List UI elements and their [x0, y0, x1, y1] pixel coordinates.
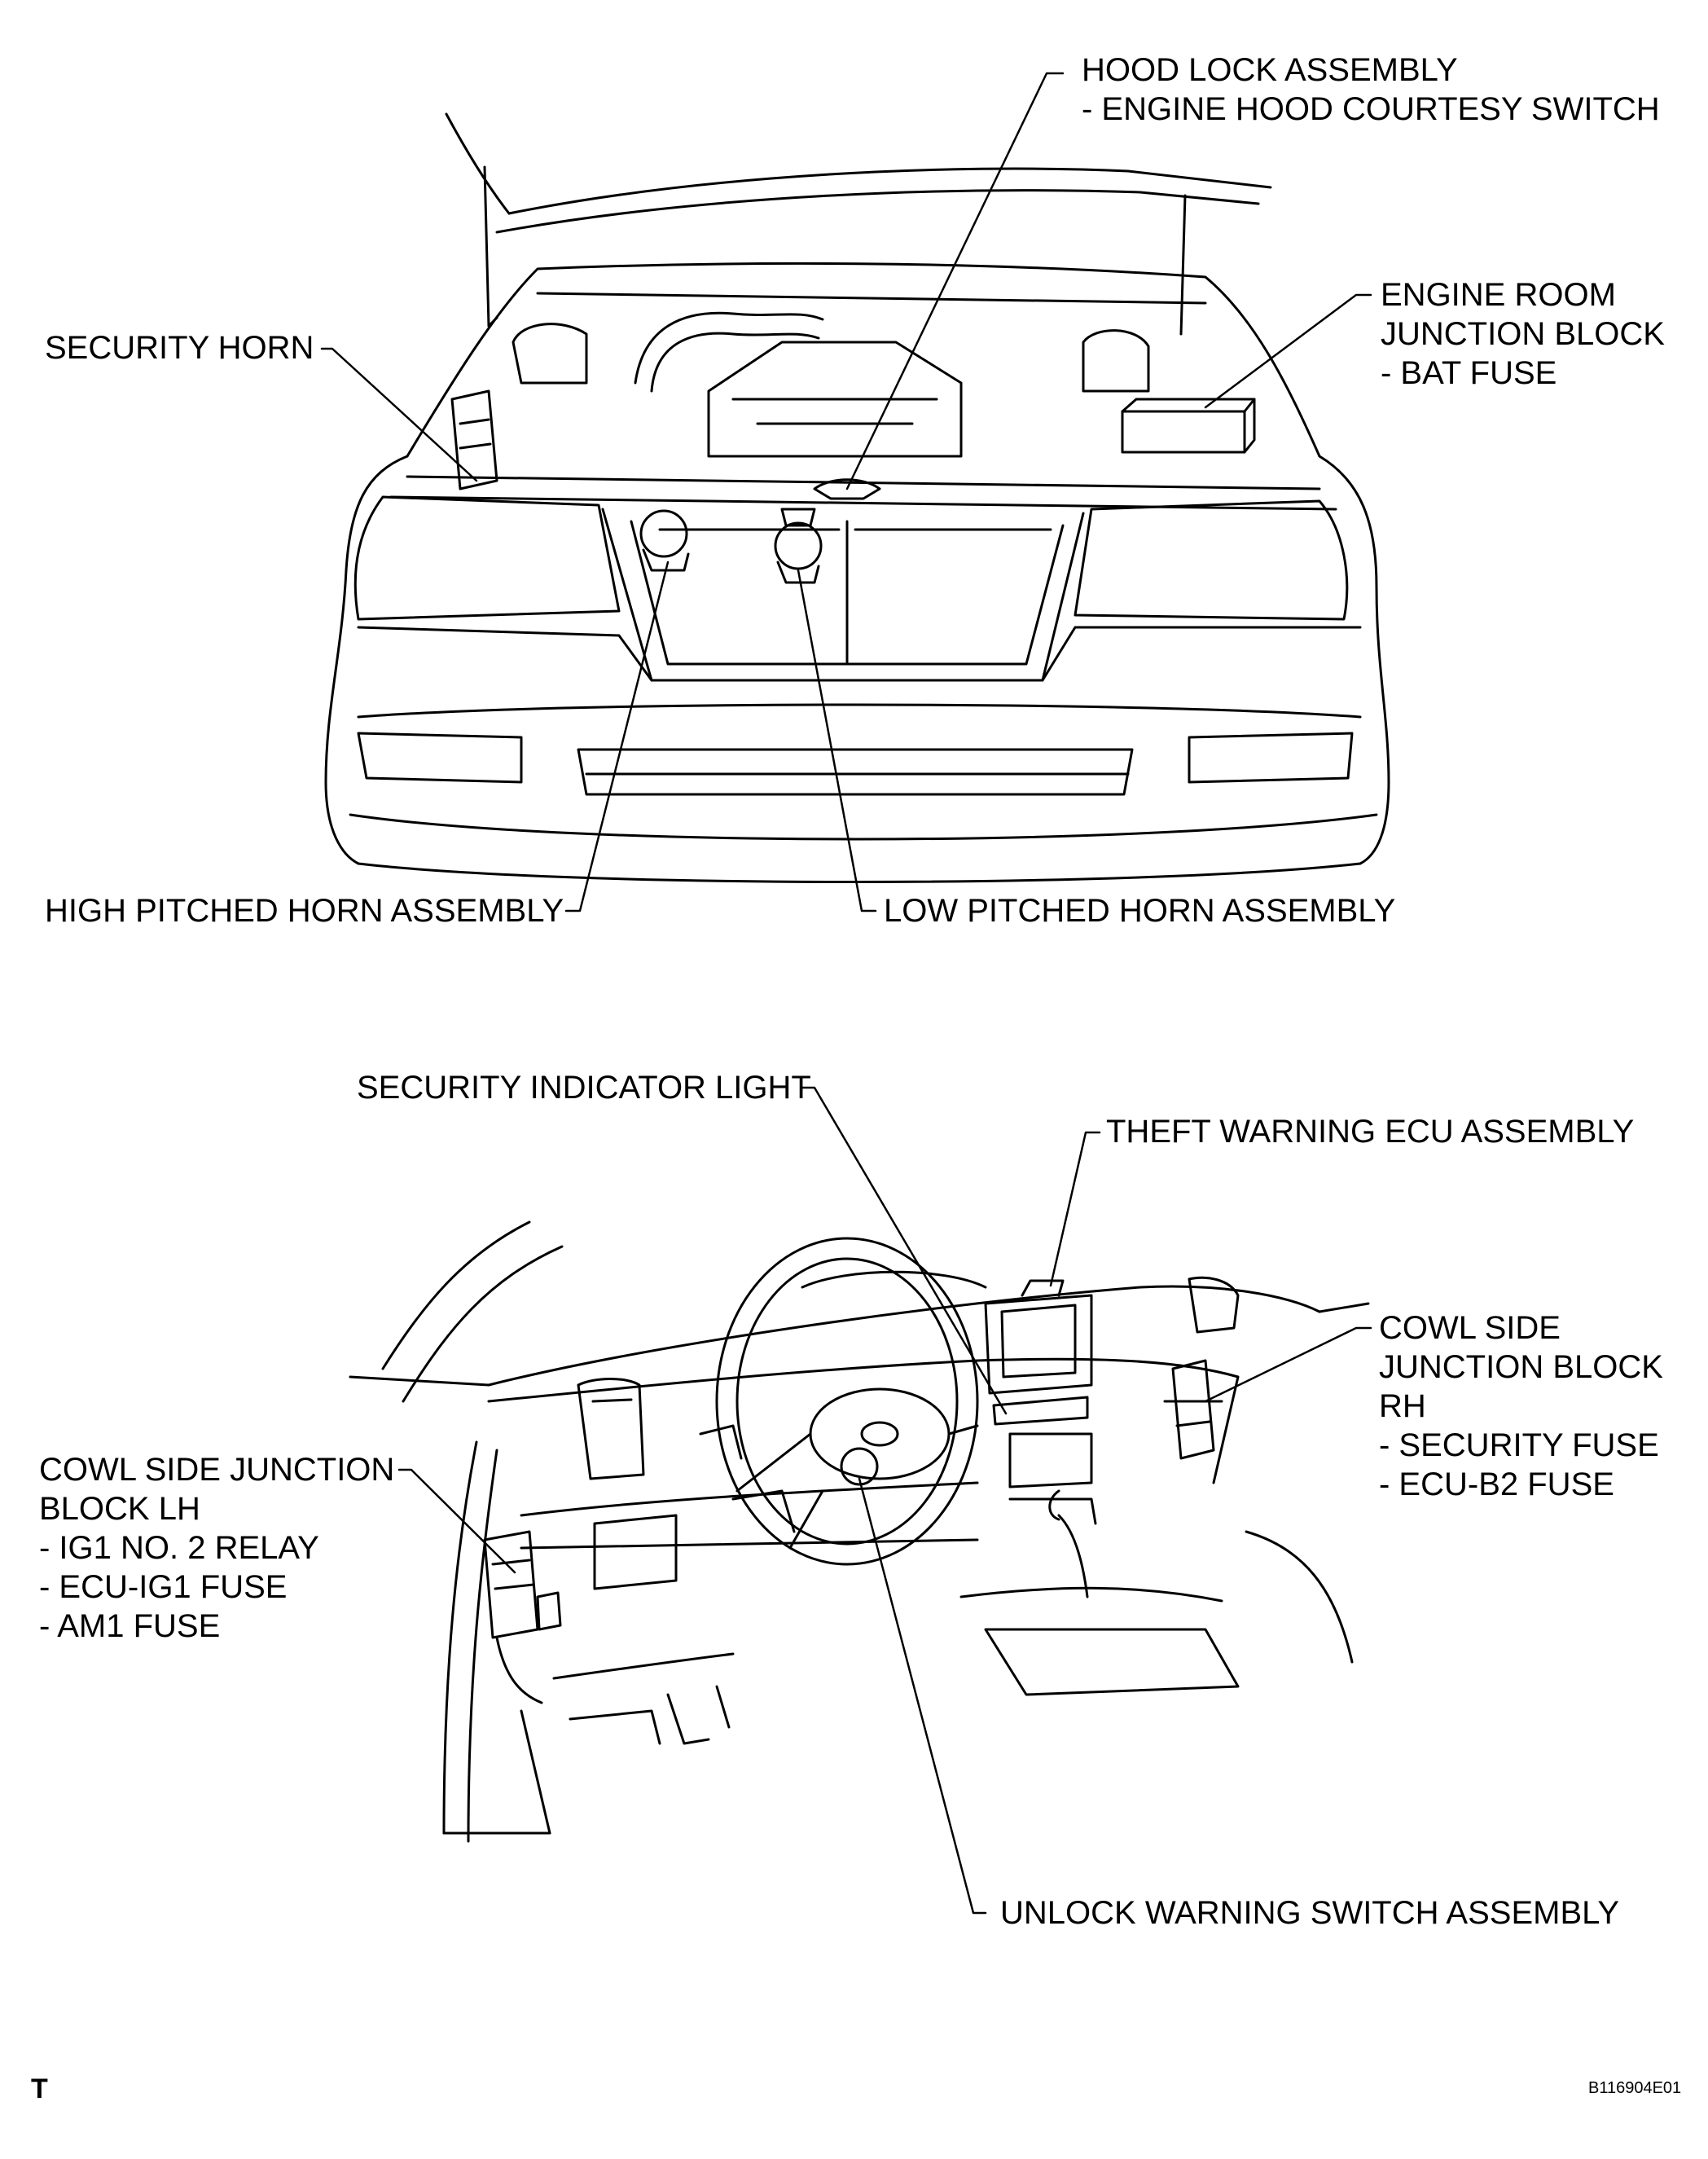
cowl-rh-line-2: JUNCTION BLOCK	[1379, 1349, 1663, 1385]
security-horn-line-1: SECURITY HORN	[45, 330, 314, 366]
unlock-warning-switch-label: UNLOCK WARNING SWITCH ASSEMBLY	[1000, 1893, 1619, 1933]
theft-ecu-line-1: THEFT WARNING ECU ASSEMBLY	[1106, 1114, 1635, 1150]
cowl-rh-line-5: - ECU-B2 FUSE	[1379, 1466, 1614, 1502]
cowl-lh-line-4: - ECU-IG1 FUSE	[39, 1569, 288, 1605]
high-horn-line-1: HIGH PITCHED HORN ASSEMBLY	[45, 893, 564, 929]
low-horn-line-1: LOW PITCHED HORN ASSEMBLY	[884, 893, 1396, 929]
theft-warning-ecu-label: THEFT WARNING ECU ASSEMBLY	[1106, 1112, 1634, 1151]
cowl-rh-line-1: COWL SIDE	[1379, 1310, 1561, 1346]
unlock-switch-line-1: UNLOCK WARNING SWITCH ASSEMBLY	[1000, 1895, 1620, 1931]
high-pitched-horn-label: HIGH PITCHED HORN ASSEMBLY	[45, 891, 564, 930]
engine-room-junction-block-label: ENGINE ROOM JUNCTION BLOCK - BAT FUSE	[1381, 275, 1665, 393]
engine-room-jb-line-1: ENGINE ROOM	[1381, 277, 1616, 313]
cowl-rh-line-3: RH	[1379, 1388, 1426, 1424]
engine-room-jb-line-2: JUNCTION BLOCK	[1381, 316, 1665, 352]
security-horn-label: SECURITY HORN	[45, 328, 314, 367]
hood-lock-label: HOOD LOCK ASSEMBLY - ENGINE HOOD COURTES…	[1082, 51, 1660, 129]
cabin-drawing	[349, 1220, 1370, 1843]
cowl-lh-line-1: COWL SIDE JUNCTION	[39, 1452, 395, 1488]
engine-room-jb-line-3: - BAT FUSE	[1381, 355, 1557, 391]
footer-left-mark: T	[31, 2073, 48, 2104]
figure-id: B116904E01	[1588, 2079, 1682, 2097]
hood-lock-line-1: HOOD LOCK ASSEMBLY	[1082, 52, 1458, 88]
security-indicator-light-label: SECURITY INDICATOR LIGHT	[357, 1068, 811, 1107]
cowl-lh-line-3: - IG1 NO. 2 RELAY	[39, 1530, 319, 1566]
cabin-leader-lines	[397, 1086, 1372, 1915]
hood-lock-line-2: - ENGINE HOOD COURTESY SWITCH	[1082, 91, 1660, 127]
vehicle-front-drawing	[324, 112, 1390, 883]
cowl-side-junction-block-lh-label: COWL SIDE JUNCTION BLOCK LH - IG1 NO. 2 …	[39, 1450, 394, 1646]
low-pitched-horn-label: LOW PITCHED HORN ASSEMBLY	[884, 891, 1395, 930]
engine-leader-lines	[320, 72, 1372, 912]
security-indicator-line-1: SECURITY INDICATOR LIGHT	[357, 1070, 811, 1106]
cowl-rh-line-4: - SECURITY FUSE	[1379, 1427, 1659, 1463]
cowl-lh-line-5: - AM1 FUSE	[39, 1608, 221, 1644]
cowl-side-junction-block-rh-label: COWL SIDE JUNCTION BLOCK RH - SECURITY F…	[1379, 1308, 1663, 1504]
cowl-lh-line-2: BLOCK LH	[39, 1491, 200, 1527]
